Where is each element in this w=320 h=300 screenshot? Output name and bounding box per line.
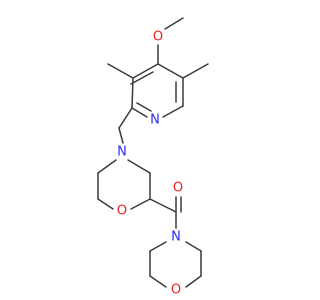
bond <box>136 102 152 112</box>
bond <box>127 159 151 174</box>
bond <box>149 241 167 252</box>
bond <box>130 198 151 210</box>
bond <box>149 275 167 288</box>
methyl-bond-right <box>182 63 209 79</box>
atom-label-oxygen: O <box>171 283 181 298</box>
atom-label-nitrogen: N <box>150 113 160 128</box>
morpholine-ring-bottom <box>149 241 202 288</box>
pyridine-ring <box>130 63 184 118</box>
bond <box>131 77 134 109</box>
atom-label-oxygen: O <box>173 181 183 196</box>
molecule-structure-diagram: O N N O O N O <box>97 17 209 298</box>
bond <box>132 63 159 79</box>
linker-bond <box>118 107 133 129</box>
bond <box>130 71 154 85</box>
molecule-svg: O N N O O N O <box>97 17 209 298</box>
atom-label-oxygen: O <box>117 204 127 219</box>
bond <box>185 241 202 252</box>
methyl-bond-left <box>107 63 134 79</box>
atom-label-oxygen: O <box>153 30 163 45</box>
bond <box>164 17 184 30</box>
bond <box>97 159 117 174</box>
bond <box>97 198 114 210</box>
bond <box>162 105 184 118</box>
amide-bond <box>149 198 177 213</box>
bond <box>131 107 148 118</box>
methoxy-group <box>157 17 184 65</box>
bond <box>185 275 202 288</box>
morpholine-ring-top <box>97 159 151 210</box>
atom-label-nitrogen: N <box>117 145 127 160</box>
atom-label-nitrogen: N <box>171 230 181 245</box>
linker-bond <box>118 127 124 144</box>
bond <box>157 63 184 79</box>
